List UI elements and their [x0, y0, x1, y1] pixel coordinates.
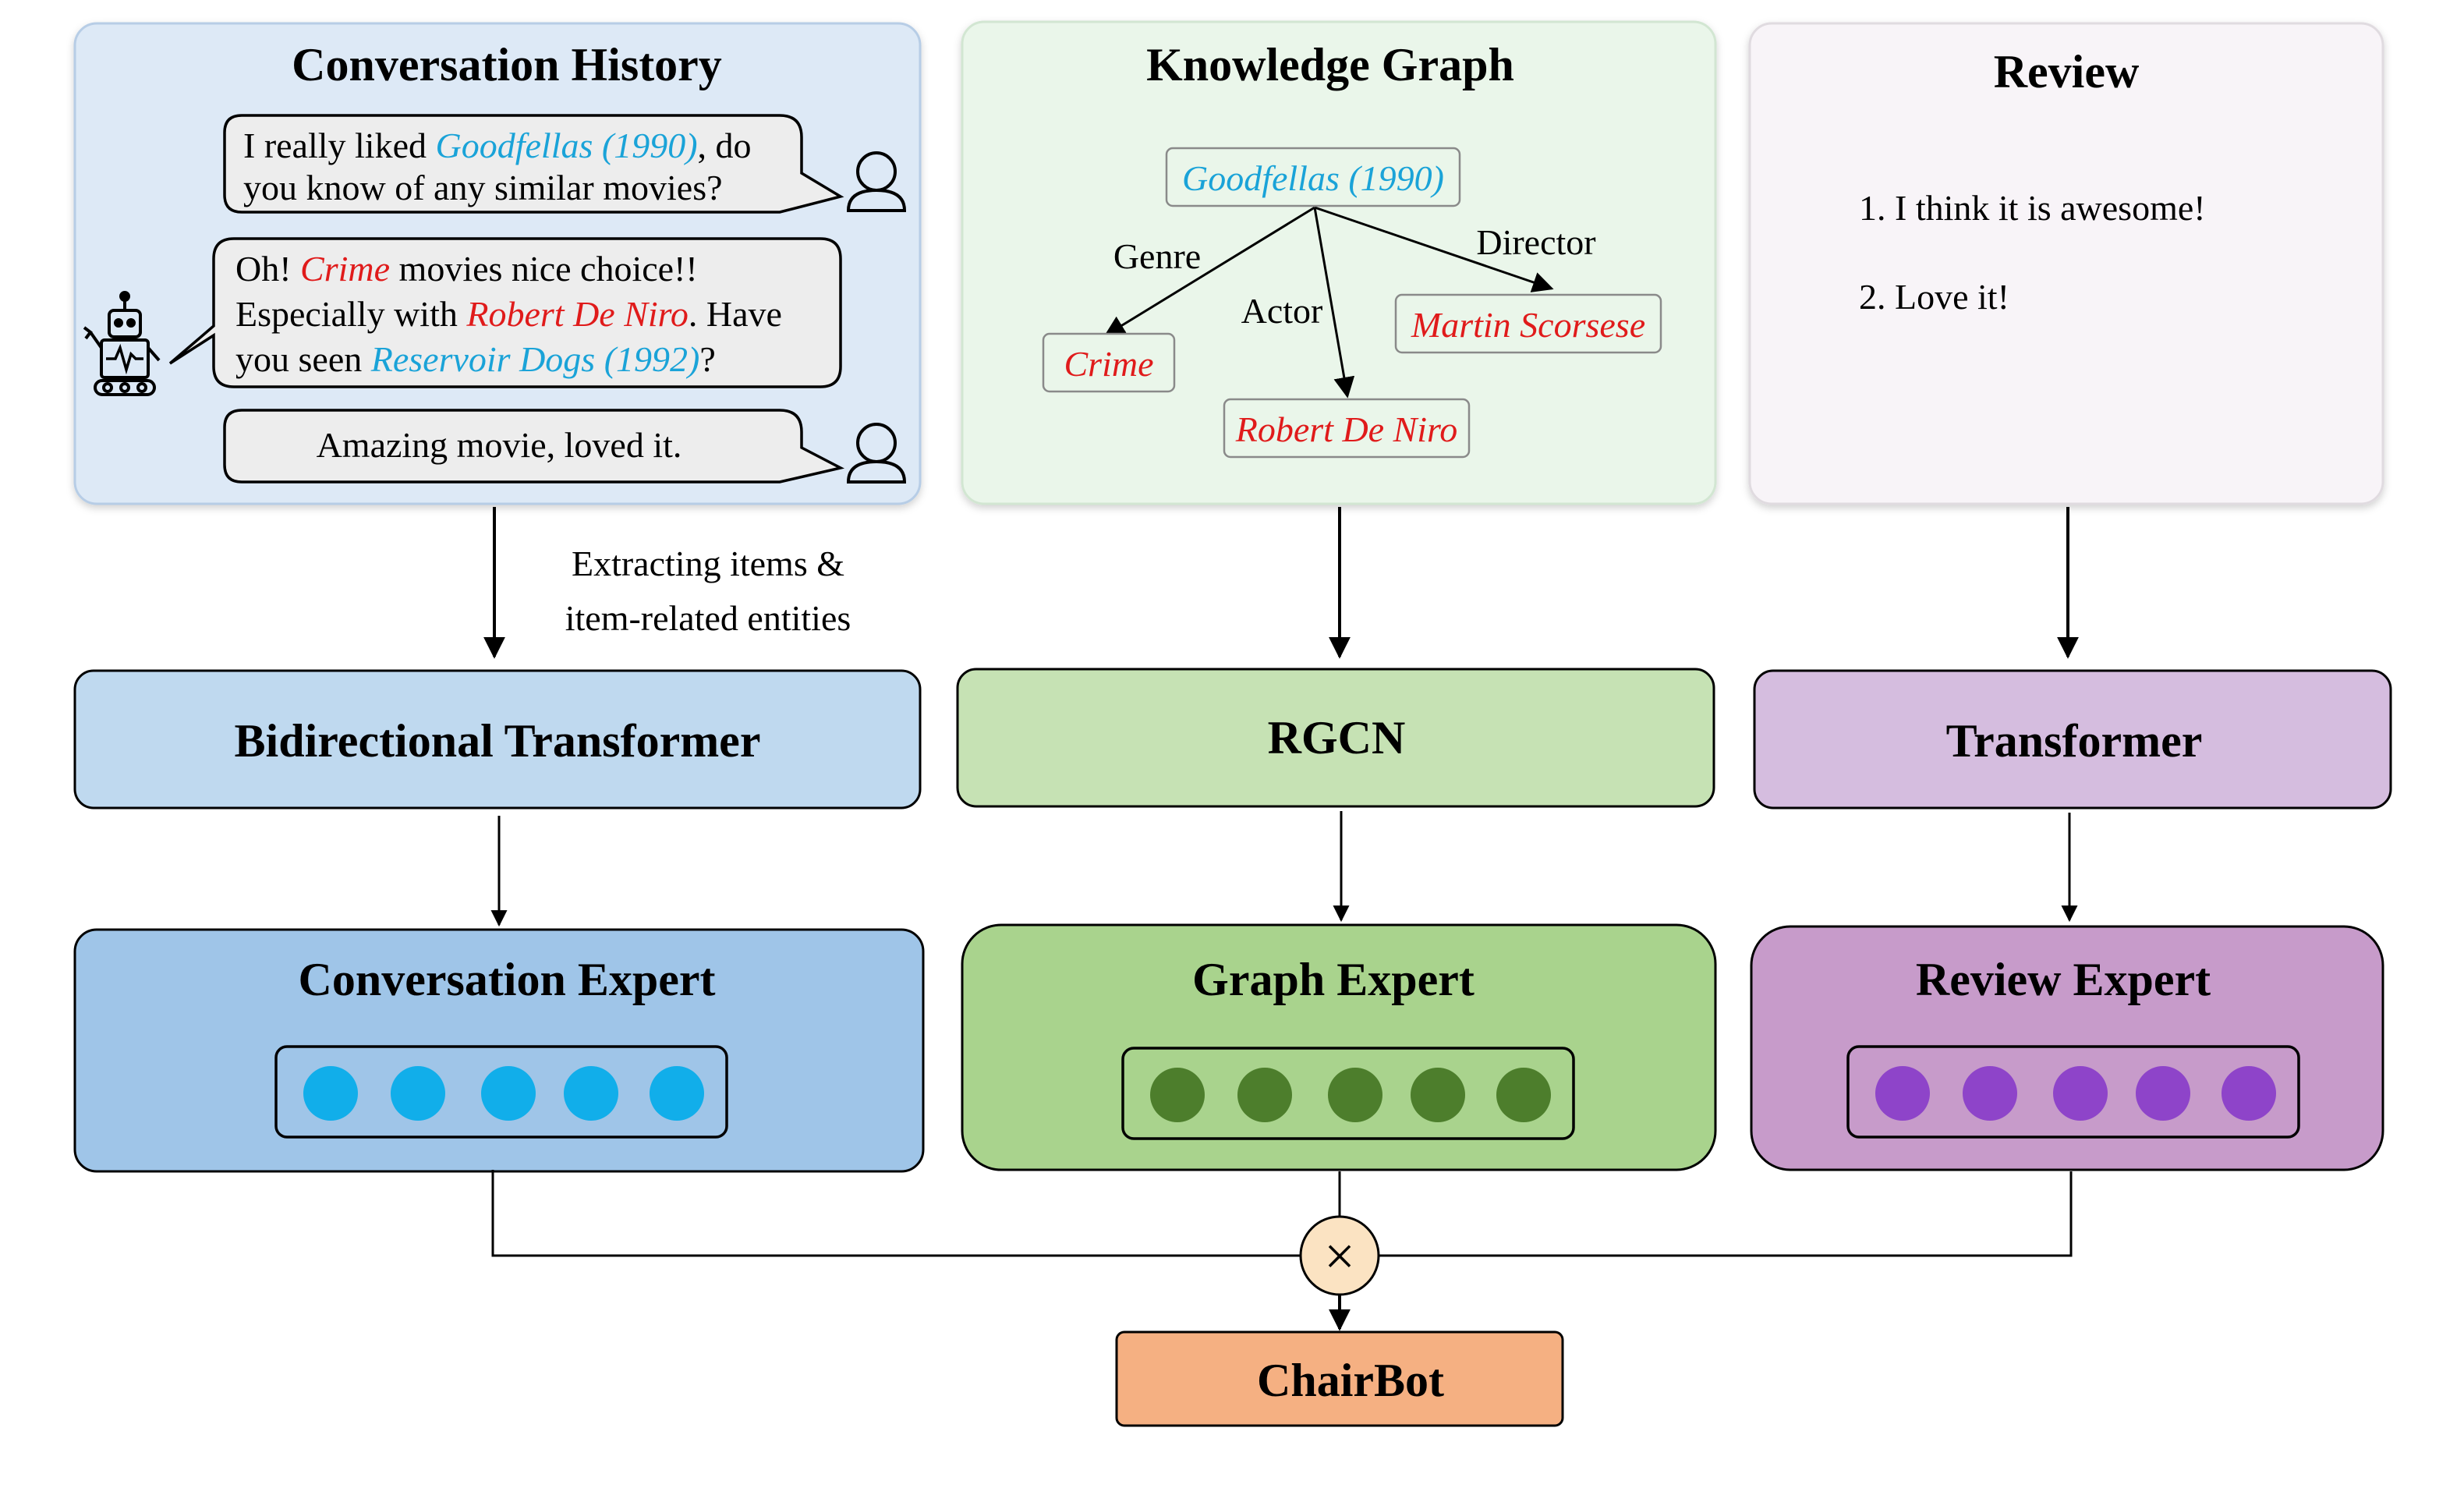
msg3-text: Amazing movie, loved it. — [317, 425, 682, 465]
msg2-text-c: Especially with — [235, 294, 466, 334]
graph-expert: Graph Expert — [961, 923, 1717, 1171]
graph-node-root-label: Goodfellas (1990) — [1182, 158, 1444, 198]
graph-node-actor-label: Robert De Niro — [1235, 409, 1458, 449]
msg2-actor-entity: Robert De Niro — [466, 294, 689, 334]
review-dot-3 — [2053, 1066, 2108, 1121]
msg1-text-b: , do — [698, 126, 752, 165]
msg2-movie-entity: Reservoir Dogs (1992) — [370, 339, 700, 379]
conversation-dot-2 — [391, 1066, 445, 1121]
conversation-dot-1 — [303, 1066, 358, 1121]
svg-text:Oh! Crime movies nice choice!!: Oh! Crime movies nice choice!! — [235, 249, 698, 289]
msg2-text-e: you seen — [235, 339, 371, 379]
graph-node-root: Goodfellas (1990) — [1165, 147, 1461, 207]
graph-node-genre-label: Crime — [1064, 344, 1154, 384]
msg2-text-d: . Have — [689, 294, 782, 334]
graph-expert-label: Graph Expert — [1192, 954, 1475, 1005]
review-dot-2 — [1963, 1066, 2017, 1121]
knowledge-graph-title: Knowledge Graph — [1146, 39, 1514, 90]
conversation-dot-3 — [481, 1066, 536, 1121]
svg-text:Especially with Robert De Niro: Especially with Robert De Niro. Have — [235, 294, 782, 334]
rgcn-label: RGCN — [1268, 712, 1406, 763]
edge-genre — [1103, 206, 1315, 337]
msg2-text-f: ? — [699, 339, 715, 379]
chairbot-output: ChairBot — [1115, 1330, 1564, 1427]
user-message-3: Amazing movie, loved it. — [223, 409, 845, 484]
review-item-1: 1. I think it is awesome! — [1859, 188, 2206, 228]
review-dot-4 — [2136, 1066, 2190, 1121]
graph-node-director: Martin Scorsese — [1394, 293, 1662, 354]
transformer-label: Transformer — [1946, 715, 2203, 767]
msg1-text-a: I really liked — [243, 126, 436, 165]
edge-label-actor: Actor — [1241, 291, 1323, 331]
robot-icon — [83, 291, 161, 396]
review-item-2: 2. Love it! — [1859, 277, 2009, 317]
graph-dot-2 — [1237, 1068, 1292, 1122]
edge-actor — [1313, 207, 1355, 399]
user-avatar-icon — [846, 151, 907, 212]
graph-embedding-dots — [1150, 1068, 1551, 1122]
rgcn-encoder: RGCN — [956, 668, 1715, 808]
conversation-history-panel: Conversation History I really liked Good… — [73, 22, 922, 505]
conversation-expert: Conversation Expert — [73, 928, 925, 1173]
extract-label-line1: Extracting items & — [572, 544, 844, 583]
msg1-movie-entity: Goodfellas (1990) — [436, 126, 698, 165]
edge-director — [1314, 206, 1554, 292]
review-dot-1 — [1875, 1066, 1930, 1121]
graph-dot-3 — [1328, 1068, 1382, 1122]
review-embedding-dots — [1875, 1066, 2276, 1121]
msg1-line2: you know of any similar movies? — [243, 168, 723, 207]
msg2-text-a: Oh! — [235, 249, 300, 289]
review-title: Review — [1994, 46, 2140, 97]
connector-review-to-combine — [1379, 1171, 2073, 1257]
svg-text:you seen Reservoir Dogs (1992): you seen Reservoir Dogs (1992)? — [235, 339, 716, 379]
conversation-expert-label: Conversation Expert — [299, 954, 716, 1005]
user-message-1: I really liked Goodfellas (1990), do you… — [223, 114, 844, 214]
msg2-text-b: movies nice choice!! — [390, 249, 698, 289]
graph-node-genre: Crime — [1042, 332, 1176, 393]
conversation-history-title: Conversation History — [292, 39, 722, 90]
graph-dot-1 — [1150, 1068, 1205, 1122]
knowledge-graph-panel: Knowledge Graph Genre Actor Director Goo… — [961, 20, 1717, 505]
transformer-encoder: Transformer — [1753, 669, 2392, 810]
extract-label-line2: item-related entities — [565, 598, 851, 638]
user-avatar-icon-2 — [846, 423, 907, 484]
graph-node-actor: Robert De Niro — [1223, 398, 1471, 459]
review-expert: Review Expert — [1750, 925, 2384, 1171]
bidirectional-transformer-encoder: Bidirectional Transformer — [73, 669, 922, 810]
edge-label-genre: Genre — [1113, 236, 1201, 276]
conversation-dot-4 — [564, 1066, 618, 1121]
graph-dot-5 — [1496, 1068, 1551, 1122]
bot-message-2: Oh! Crime movies nice choice!! Especiall… — [168, 237, 842, 388]
edge-label-director: Director — [1476, 222, 1595, 262]
msg2-genre-entity: Crime — [300, 249, 390, 289]
multiply-icon: × — [1324, 1227, 1354, 1287]
review-expert-label: Review Expert — [1916, 954, 2211, 1005]
conversation-dot-5 — [650, 1066, 704, 1121]
review-panel: Review 1. I think it is awesome! 2. Love… — [1748, 22, 2384, 505]
graph-dot-4 — [1411, 1068, 1465, 1122]
conversation-embedding-dots — [303, 1066, 704, 1121]
chairbot-label: ChairBot — [1257, 1355, 1444, 1406]
graph-node-director-label: Martin Scorsese — [1411, 305, 1645, 345]
svg-text:I really liked Goodfellas (199: I really liked Goodfellas (1990), do — [243, 126, 752, 165]
connector-conversation-to-combine — [491, 1170, 1301, 1257]
bidirectional-transformer-label: Bidirectional Transformer — [235, 715, 761, 767]
combine-node: × — [1299, 1215, 1380, 1296]
review-dot-5 — [2221, 1066, 2276, 1121]
